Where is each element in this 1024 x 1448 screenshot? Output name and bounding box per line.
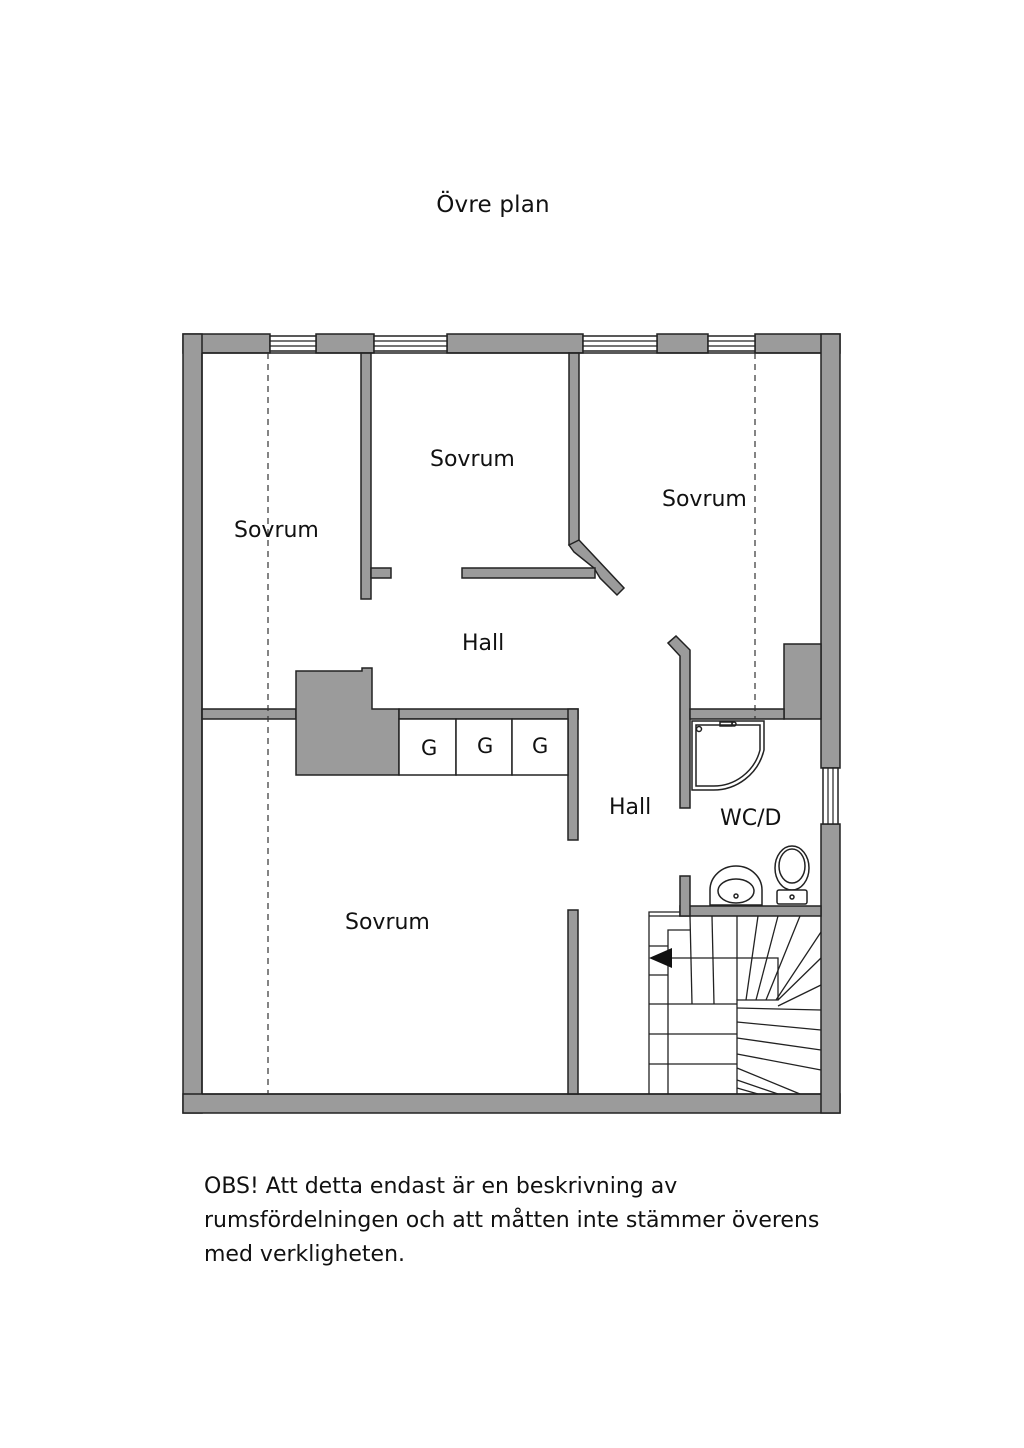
- wardrobe-label-1: G: [421, 736, 437, 760]
- wall-bedroom-door-jamb: [567, 909, 579, 1095]
- wall-bedroom-divider-left: [201, 708, 297, 720]
- disclaimer-note: OBS! Att detta endast är en beskrivning …: [204, 1170, 884, 1272]
- outer-wall-top-b: [446, 333, 584, 354]
- room-label-bedroom-top-left: Sovrum: [234, 518, 319, 543]
- sink-icon: [709, 865, 763, 906]
- room-label-hall-lower: Hall: [609, 795, 651, 820]
- staircase: [648, 911, 822, 1095]
- room-label-bedroom-top-right: Sovrum: [662, 487, 747, 512]
- toilet-icon: [774, 845, 810, 905]
- window-1: [269, 335, 317, 352]
- outer-wall-top-a: [315, 333, 375, 354]
- wardrobe-label-2: G: [477, 734, 493, 758]
- room-label-bedroom-bottom-left: Sovrum: [345, 910, 430, 935]
- wall-bath-left-lower: [679, 875, 691, 917]
- plan-title: Övre plan: [436, 192, 550, 218]
- outer-wall-right-lower: [820, 823, 841, 1114]
- wall-between-bedrooms-right: [568, 352, 580, 546]
- wardrobe-3: [511, 718, 569, 776]
- wardrobe-2: [455, 718, 513, 776]
- wall-between-bedrooms-left: [360, 352, 372, 600]
- wall-stub-left: [370, 567, 392, 579]
- window-4: [707, 335, 756, 352]
- room-label-bedroom-top-middle: Sovrum: [430, 447, 515, 472]
- disclaimer-line-1: OBS! Att detta endast är en beskrivning …: [204, 1174, 678, 1199]
- outer-wall-right-upper: [820, 333, 841, 769]
- room-label-bathroom: WC/D: [720, 806, 781, 831]
- wardrobe-1: [398, 718, 457, 776]
- wall-bath-bottom: [679, 905, 822, 917]
- window-right: [822, 767, 839, 825]
- wall-wardrobe-right: [567, 708, 579, 841]
- wall-wardrobe-top: [398, 708, 579, 720]
- wall-right-notch: [783, 643, 822, 720]
- wall-diagonal-right: [567, 539, 626, 597]
- outer-wall-top-c: [656, 333, 709, 354]
- outer-wall-bottom: [182, 1093, 841, 1114]
- room-label-hall-upper: Hall: [462, 631, 504, 656]
- stair-direction-arrow-icon: [649, 948, 672, 968]
- disclaimer-line-3: med verkligheten.: [204, 1242, 406, 1267]
- shower-icon: [691, 720, 765, 791]
- chimney-block: [295, 667, 400, 776]
- wall-bath-top: [689, 708, 785, 720]
- window-2: [373, 335, 448, 352]
- wardrobe-label-3: G: [532, 734, 548, 758]
- wall-middle-horizontal: [461, 567, 596, 579]
- window-3: [582, 335, 658, 352]
- wall-hall-diagonal: [666, 634, 691, 809]
- disclaimer-line-2: rumsfördelningen och att måtten inte stä…: [204, 1208, 820, 1233]
- outer-wall-left: [182, 333, 203, 1114]
